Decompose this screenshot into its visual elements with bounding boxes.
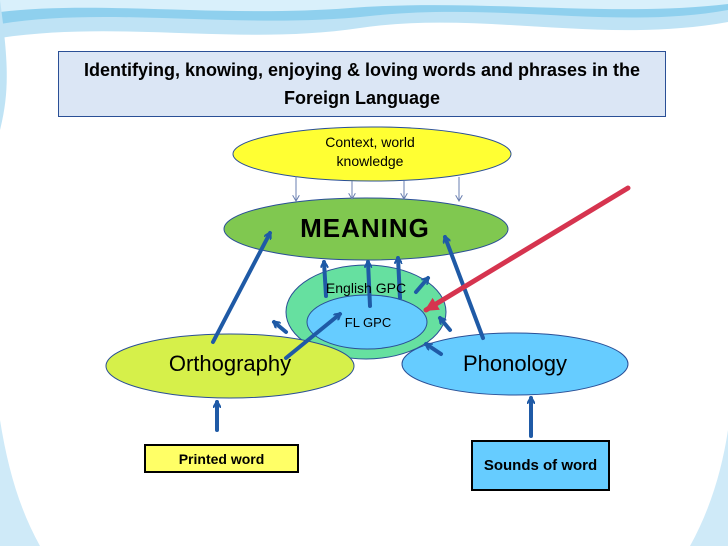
orthography-label: Orthography [168, 351, 292, 376]
context-ellipse [232, 126, 512, 182]
phonology-label: Phonology [463, 351, 567, 376]
phonology-ellipse [401, 332, 629, 396]
context-label: Context, world knowledge [325, 134, 415, 169]
slide-title: Identifying, knowing, enjoying & loving … [58, 51, 666, 117]
context-arrows [296, 176, 459, 200]
meaning-label: MEANING [300, 212, 430, 243]
printed-word-box: Printed word [144, 444, 299, 473]
sounds-of-word-box: Sounds of word [471, 440, 610, 491]
english-gpc-label: English GPC [325, 280, 407, 296]
fl-gpc-label: FL GPC [344, 314, 392, 330]
red-arrow [423, 185, 631, 313]
fl-gpc-ellipse [306, 294, 428, 350]
orthography-ellipse [105, 333, 355, 399]
